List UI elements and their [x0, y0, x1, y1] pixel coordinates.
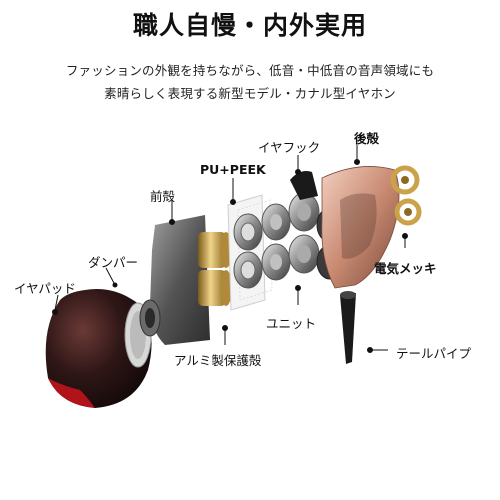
gold-screw-shapes — [390, 165, 422, 226]
tail-pipe-shape — [340, 293, 356, 364]
ear-hook-shape — [290, 171, 318, 200]
ear-tip-shape — [45, 289, 152, 408]
label-rear-shell: 後殻 — [354, 131, 380, 146]
label-ear-pad: イヤパッド — [14, 281, 76, 296]
label-front-shell: 前殻 — [150, 189, 176, 204]
subtitle-line-1: ファッションの外観を持ちながら、低音・中低音の音声領域にも — [65, 63, 435, 78]
leader-lines — [52, 145, 408, 353]
label-aluminium-shell: アルミ製保護殻 — [174, 353, 262, 368]
label-unit: ユニット — [266, 316, 317, 331]
label-plating: 電気メッキ — [374, 261, 437, 276]
label-damper: ダンパー — [88, 255, 139, 270]
subtitle-line-2: 素晴らしく表現する新型モデル・カナル型イヤホン — [104, 86, 396, 101]
page-title: 職人自慢・内外実用 — [132, 11, 367, 40]
label-pu-peek: PU+PEEK — [200, 162, 266, 177]
label-ear-hook: イヤフック — [258, 140, 321, 155]
front-shell-shape — [139, 215, 210, 345]
label-tail-pipe: テールパイプ — [396, 346, 472, 361]
rear-shell-shape — [321, 166, 400, 289]
